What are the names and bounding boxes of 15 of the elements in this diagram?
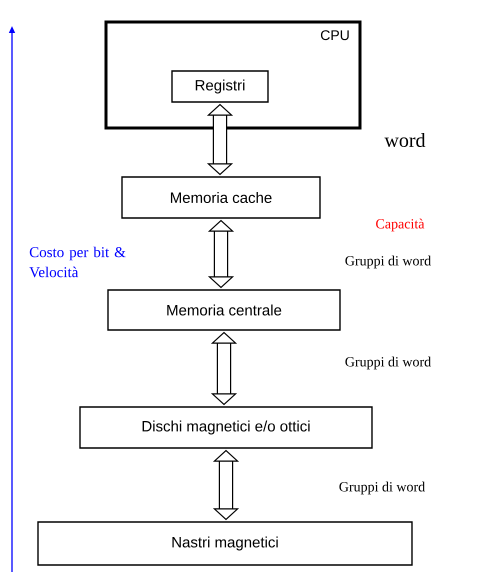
memory-box: Registri [171, 70, 269, 103]
annotation-text: word [384, 132, 426, 148]
annotation-text: Gruppi di word [339, 482, 425, 494]
memory-box: Memoria cache [121, 176, 321, 219]
memory-box: Dischi magnetici e/o ottici [79, 406, 373, 449]
annotation-text: Capacità [376, 218, 424, 232]
double-arrow [210, 332, 238, 406]
double-arrow [212, 450, 240, 520]
memory-box: Nastri magnetici [37, 521, 413, 566]
annotation-text: Gruppi di word [345, 356, 431, 370]
memory-box: Memoria centrale [107, 289, 341, 331]
double-arrow [206, 104, 234, 176]
annotation-text: Costo per bit & Velocità [29, 246, 126, 278]
double-arrow [208, 220, 234, 288]
annotation-text: Gruppi di word [345, 256, 431, 268]
